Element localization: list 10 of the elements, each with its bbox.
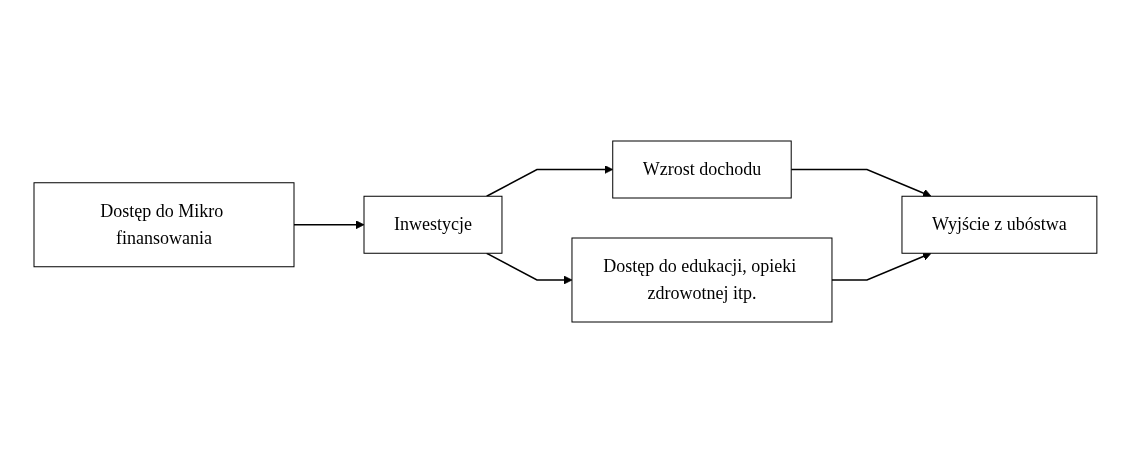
arrow [831,252,932,281]
node-box: Dostęp do edukacji, opieki zdrowotnej itp. [571,237,833,323]
node-box: Dostęp do Mikro finansowania [33,182,295,268]
node-box: Wyjście z ubóstwa [901,195,1098,254]
arrow [485,165,614,197]
arrow [790,168,932,198]
arrow [485,252,573,285]
node-box: Wzrost dochodu [612,140,792,199]
node-box: Inwestycje [363,195,503,254]
arrow [293,220,365,230]
